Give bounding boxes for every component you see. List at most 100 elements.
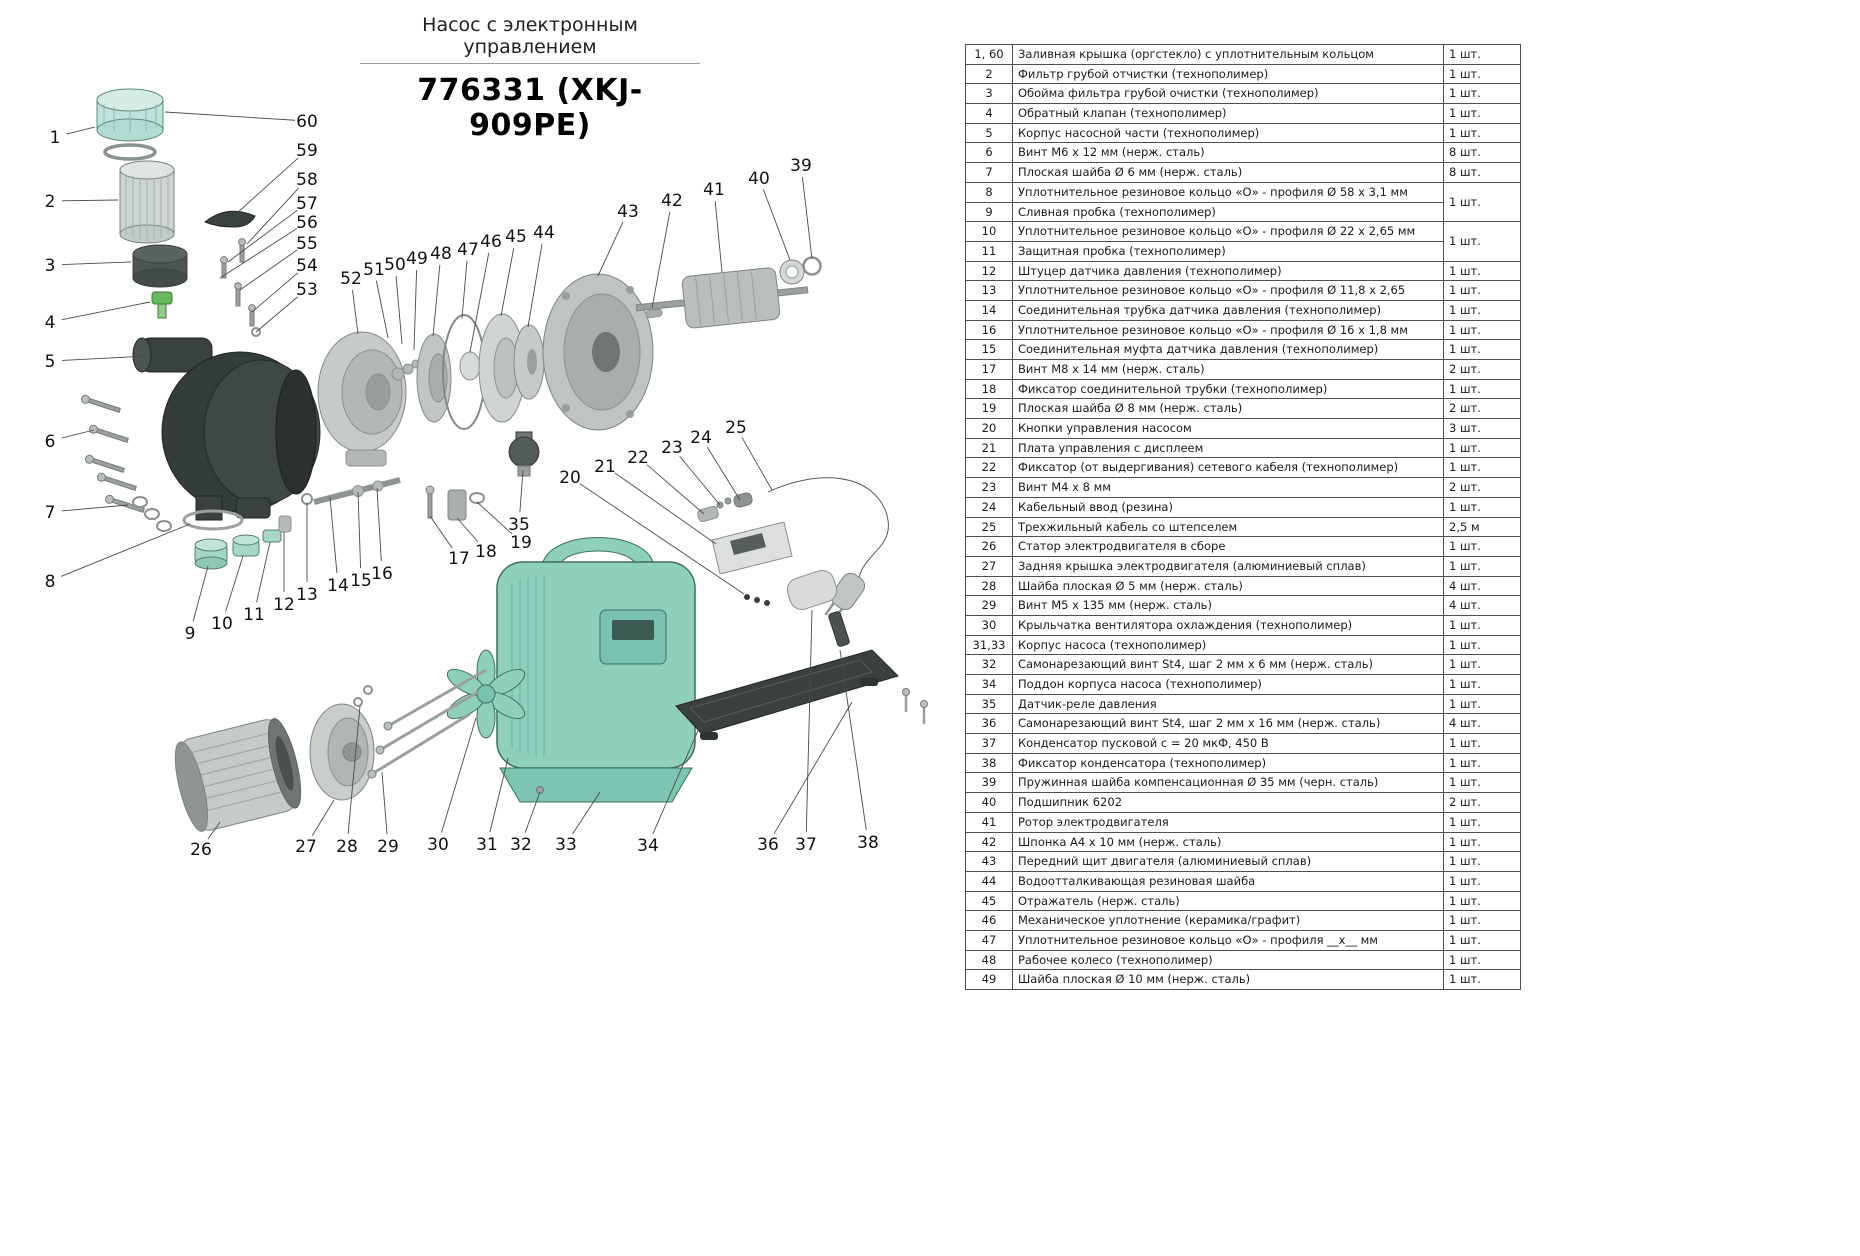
- callout-leader: [381, 771, 388, 835]
- part-ref: 9: [965, 201, 1013, 223]
- callout-leader: [192, 565, 209, 622]
- part-qty: 4 шт.: [1443, 595, 1521, 616]
- page-subtitle: Насос с электронным управлением: [360, 14, 700, 64]
- callout-leader: [352, 289, 359, 335]
- part-qty: 1 шт.: [1443, 752, 1521, 774]
- part-desc: Штуцер датчика давления (технополимер): [1012, 260, 1444, 282]
- callout-leader: [347, 705, 361, 835]
- callout-number: 48: [430, 244, 452, 264]
- part-desc: Рабочее колесо (технополимер): [1012, 949, 1444, 971]
- callout-number: 27: [295, 837, 317, 857]
- part-ref: 32: [965, 654, 1013, 675]
- callout-number: 11: [243, 605, 265, 625]
- callout-leader: [395, 275, 403, 345]
- part-qty: 1 шт.: [1443, 614, 1521, 636]
- part-desc: Обратный клапан (технополимер): [1012, 103, 1444, 124]
- part-qty: 1 шт.: [1443, 122, 1521, 144]
- callout-number: 39: [790, 156, 812, 176]
- callout-number: 31: [476, 835, 498, 855]
- callout-leader: [597, 221, 624, 277]
- part-desc: Фильтр грубой отчистки (технополимер): [1012, 63, 1444, 85]
- callout-leader: [489, 757, 509, 833]
- part-ref: 18: [965, 378, 1013, 400]
- part-desc: Кнопки управления насосом: [1012, 418, 1444, 439]
- part-ref: 46: [965, 910, 1013, 931]
- part-ref: 38: [965, 752, 1013, 774]
- rotor: [635, 267, 809, 329]
- part-desc: Механическое уплотнение (керамика/графит…: [1012, 910, 1444, 931]
- callout-number: 49: [406, 249, 428, 269]
- part-desc: Корпус насосной части (технополимер): [1012, 122, 1444, 144]
- part-qty: 1 шт.: [1443, 378, 1521, 400]
- motor-washers: [353, 685, 373, 707]
- callout-leader: [432, 264, 441, 337]
- part-desc: Соединительная трубка датчика давления (…: [1012, 299, 1444, 321]
- part-ref: 36: [965, 713, 1013, 735]
- part-qty: 8 шт.: [1443, 142, 1521, 164]
- part-qty: 1 шт.: [1443, 260, 1521, 282]
- callout-number: 38: [857, 833, 879, 853]
- callout-leader: [61, 355, 149, 361]
- callout-leader: [256, 541, 271, 603]
- part-ref: 49: [965, 969, 1013, 990]
- callout-leader: [441, 717, 477, 833]
- bearing: [779, 259, 805, 285]
- callout-number: 17: [448, 549, 470, 569]
- callout-number: 32: [510, 835, 532, 855]
- callout-leader: [376, 487, 382, 562]
- part-desc: Винт М8 х 14 мм (нерж. сталь): [1012, 359, 1444, 380]
- part-desc: Уплотнительное резиновое кольцо «О» - пр…: [1012, 929, 1444, 951]
- part-desc: Передний щит двигателя (алюминиевый спла…: [1012, 851, 1444, 872]
- callout-leader: [572, 791, 601, 835]
- part-ref: 35: [965, 693, 1013, 715]
- callout-leader: [579, 483, 745, 595]
- part-qty: 1 шт.: [1443, 103, 1521, 124]
- part-desc: Фиксатор (от выдергивания) сетевого кабе…: [1012, 457, 1444, 479]
- spring-washer: [802, 256, 822, 276]
- callout-number: 9: [185, 624, 196, 644]
- part-desc: Уплотнительное резиновое кольцо «О» - пр…: [1012, 280, 1444, 301]
- callout-number: 55: [296, 234, 318, 254]
- part-desc: Уплотнительное резиновое кольцо «О» - пр…: [1012, 181, 1444, 203]
- callout-leader: [413, 269, 418, 351]
- callout-number: 50: [384, 255, 406, 275]
- part-qty: 1 шт.: [1443, 654, 1521, 675]
- part-ref: 14: [965, 299, 1013, 321]
- part-ref: 2: [965, 63, 1013, 85]
- filter-holder-cup: [132, 244, 188, 288]
- part-desc: Шпонка А4 х 10 мм (нерж. сталь): [1012, 831, 1444, 853]
- callout-number: 5: [45, 352, 56, 372]
- callout-number: 30: [427, 835, 449, 855]
- callout-number: 34: [637, 836, 659, 856]
- part-desc: Винт М5 х 135 мм (нерж. сталь): [1012, 595, 1444, 616]
- part-ref: 42: [965, 831, 1013, 853]
- callout-number: 26: [190, 840, 212, 860]
- part-qty: 2 шт.: [1443, 359, 1521, 380]
- callout-leader: [476, 501, 513, 535]
- part-qty: 1 шт.: [1443, 929, 1521, 951]
- callout-leader: [614, 472, 717, 545]
- part-desc: Обойма фильтра грубой очистки (технополи…: [1012, 83, 1444, 105]
- callout-number: 8: [45, 572, 56, 592]
- part-qty: 1 шт.: [1443, 910, 1521, 931]
- sensor-tube: [313, 477, 401, 505]
- part-ref: 41: [965, 811, 1013, 833]
- part-qty: 1 шт.: [1443, 63, 1521, 85]
- part-desc: Задняя крышка электродвигателя (алюминие…: [1012, 555, 1444, 577]
